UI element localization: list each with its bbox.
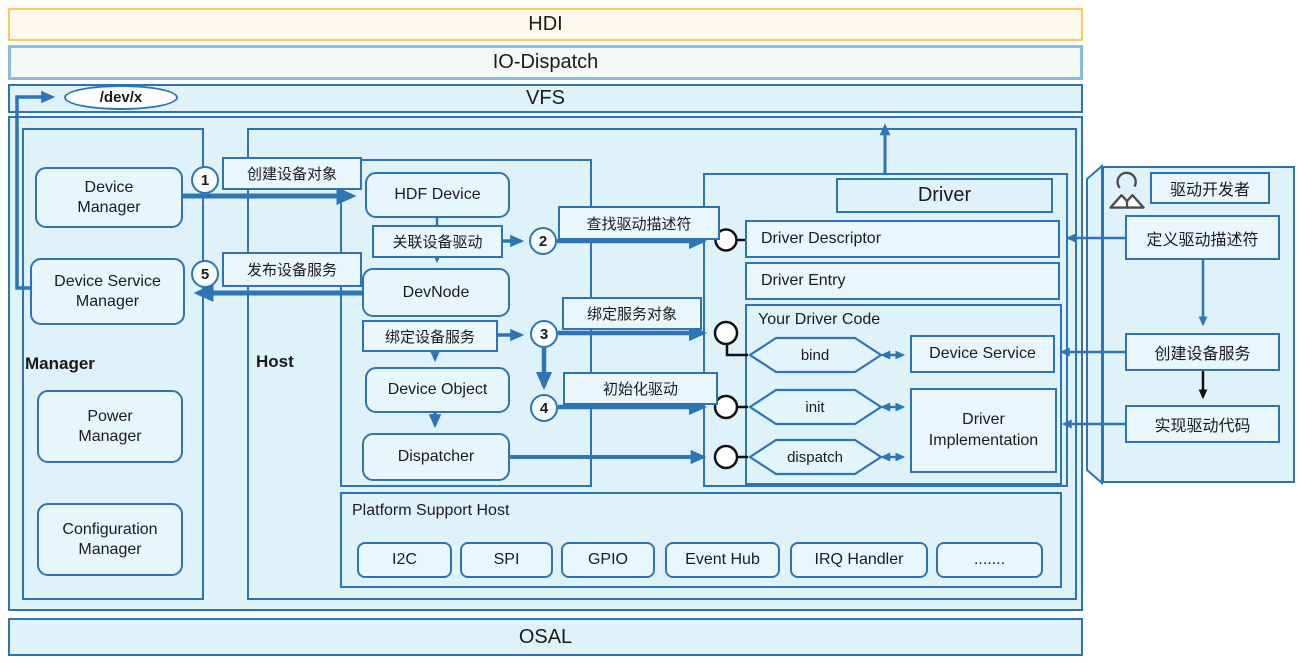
power-manager-label: Power Manager (78, 407, 142, 445)
io-dispatch-layer-bar: IO-Dispatch (8, 45, 1083, 80)
step-2-label-box: 查找驱动描述符 (558, 206, 720, 240)
device-manager-label: Device Manager (77, 178, 141, 216)
driver-title-box: Driver (836, 178, 1053, 213)
device-service-box: Device Service (910, 335, 1055, 373)
hdf-device-box: HDF Device (365, 172, 510, 218)
platform-chip-event-hub: Event Hub (665, 542, 780, 578)
driver-entry-box: Driver Entry (745, 262, 1060, 300)
developer-panel-strip (1086, 163, 1103, 486)
platform-chip-i2c: I2C (357, 542, 452, 578)
driver-descriptor-box: Driver Descriptor (745, 220, 1060, 258)
implement-code-box: 实现驱动代码 (1125, 405, 1280, 443)
attach-driver-label-box: 关联设备驱动 (372, 225, 503, 258)
configuration-manager-label: Configuration Manager (62, 520, 158, 558)
step-5-circle: 5 (191, 260, 219, 288)
host-panel-label: Host (256, 352, 294, 371)
io-dispatch-layer-label: IO-Dispatch (492, 51, 599, 73)
developer-role-box: 驱动开发者 (1150, 172, 1270, 204)
devnode-label: DevNode (402, 283, 470, 301)
power-manager-box: Power Manager (37, 390, 183, 463)
dev-x-node: /dev/x (64, 85, 178, 110)
device-service-manager-box: Device Service Manager (30, 258, 185, 325)
driver-title-label: Driver (917, 184, 972, 206)
manager-panel-label: Manager (25, 354, 95, 373)
step-4-label-box: 初始化驱动 (563, 372, 718, 405)
device-service-manager-label: Device Service Manager (54, 272, 161, 310)
dispatcher-label: Dispatcher (397, 448, 475, 465)
step-5-label-box: 发布设备服务 (222, 252, 362, 287)
platform-support-host-label: Platform Support Host (352, 502, 510, 519)
step-2-circle: 2 (529, 227, 557, 255)
driver-implementation-box: Driver Implementation (910, 388, 1057, 473)
device-object-label: Device Object (387, 381, 488, 398)
configuration-manager-box: Configuration Manager (37, 503, 183, 576)
platform-chip-more: ....... (936, 542, 1043, 578)
bind-service-label-box: 绑定设备服务 (362, 320, 498, 352)
osal-layer-label: OSAL (518, 625, 573, 648)
osal-layer-bar: OSAL (8, 618, 1083, 656)
platform-chip-irq-handler: IRQ Handler (790, 542, 928, 578)
step-3-circle: 3 (530, 320, 558, 348)
developer-person-icon (1106, 167, 1148, 211)
step-3-label-box: 绑定服务对象 (562, 297, 702, 330)
step-4-circle: 4 (530, 394, 558, 422)
your-driver-code-label: Your Driver Code (758, 311, 881, 328)
hdi-layer-bar: HDI (8, 8, 1083, 41)
hdi-layer-label: HDI (528, 13, 563, 35)
step-1-label-box: 创建设备对象 (222, 157, 362, 190)
hexagon-dispatch-label: dispatch (787, 448, 843, 466)
device-object-box: Device Object (365, 367, 510, 413)
dispatcher-box: Dispatcher (362, 433, 510, 481)
step-1-circle: 1 (191, 166, 219, 194)
hexagon-bind-label: bind (800, 346, 830, 364)
devnode-box: DevNode (362, 268, 510, 317)
platform-chip-spi: SPI (460, 542, 553, 578)
platform-chip-gpio: GPIO (561, 542, 655, 578)
device-manager-box: Device Manager (35, 167, 183, 228)
vfs-layer-bar: VFS (8, 84, 1083, 113)
hexagon-init-label: init (805, 398, 825, 416)
vfs-layer-label: VFS (526, 87, 565, 109)
create-service-box: 创建设备服务 (1125, 333, 1280, 371)
manager-panel (22, 128, 204, 600)
hdf-device-label: HDF Device (394, 186, 481, 203)
host-panel (247, 128, 1077, 600)
dev-x-node-label: /dev/x (99, 89, 143, 106)
define-descriptor-box: 定义驱动描述符 (1125, 215, 1280, 260)
